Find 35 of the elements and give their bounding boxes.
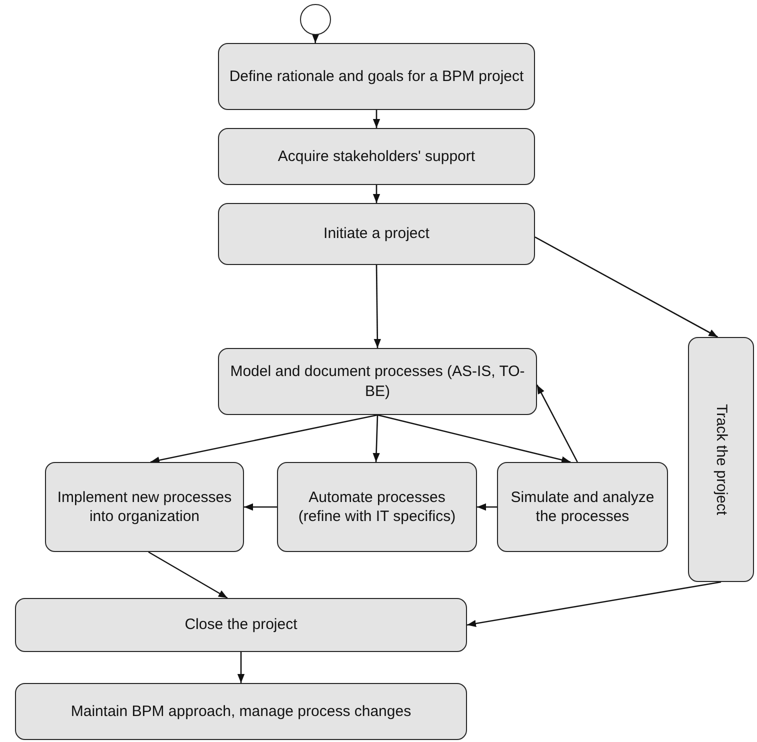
- box-label: Implement new processes into organization: [56, 488, 233, 526]
- box-label: Initiate a project: [324, 224, 430, 244]
- box-label: Define rationale and goals for a BPM project: [229, 66, 524, 86]
- arrow: [372, 185, 380, 203]
- arrow: [534, 236, 718, 338]
- box-label: Automate processes (refine with IT specifics): [297, 488, 457, 526]
- process-box: [497, 462, 668, 552]
- box-label: Track the project: [712, 404, 731, 516]
- box-label: Model and document processes (AS-IS, TO-BE): [229, 362, 526, 401]
- arrow: [150, 414, 378, 464]
- process-box: [218, 348, 537, 415]
- process-box: [15, 598, 467, 652]
- start-circle: [300, 4, 331, 35]
- arrow: [148, 551, 228, 599]
- arrow: [237, 652, 245, 683]
- process-box: [218, 203, 535, 265]
- arrow: [477, 503, 497, 511]
- process-box: [45, 462, 244, 552]
- process-box: [688, 337, 754, 582]
- box-label: Close the project: [184, 615, 298, 635]
- arrow: [466, 581, 722, 628]
- process-box: [218, 128, 535, 185]
- arrow: [377, 414, 571, 464]
- arrow: [536, 384, 578, 462]
- process-box: [15, 683, 467, 740]
- arrow: [372, 414, 380, 462]
- process-box: [277, 462, 477, 552]
- arrow: [244, 503, 277, 511]
- arrow: [374, 265, 381, 348]
- box-label: Maintain BPM approach, manage process changes: [70, 702, 412, 722]
- process-box: [218, 43, 535, 110]
- box-label: Acquire stakeholders' support: [278, 146, 476, 166]
- arrow: [372, 110, 380, 128]
- arrow: [312, 34, 320, 44]
- box-label: Simulate and analyze the processes: [510, 488, 656, 526]
